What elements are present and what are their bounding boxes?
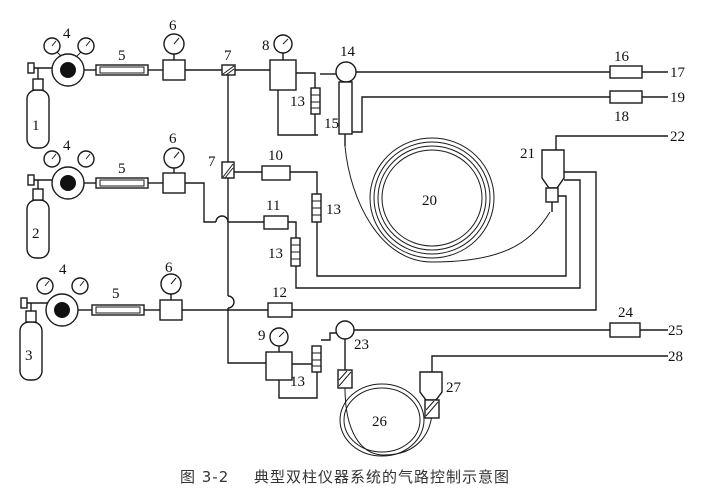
column-20-coil bbox=[344, 137, 551, 263]
label-4c: 4 bbox=[59, 262, 67, 278]
label-12: 12 bbox=[272, 285, 287, 301]
flow-meter-13c bbox=[290, 237, 301, 267]
label-10: 10 bbox=[268, 148, 283, 164]
label-7a: 7 bbox=[224, 48, 232, 64]
label-17: 17 bbox=[670, 65, 686, 81]
restrictor-18 bbox=[609, 90, 643, 104]
flow-meter-13a bbox=[310, 87, 321, 115]
label-13d: 13 bbox=[290, 374, 305, 390]
label-22: 22 bbox=[670, 129, 685, 145]
pressure-gauge-2 bbox=[162, 147, 186, 194]
label-24: 24 bbox=[618, 305, 634, 321]
label-19: 19 bbox=[670, 90, 685, 106]
flow-splitter-2 bbox=[221, 161, 235, 179]
purifier-tube-2 bbox=[95, 177, 149, 189]
pressure-regulator-2 bbox=[43, 150, 95, 200]
label-26: 26 bbox=[372, 414, 388, 430]
needle-valve-9 bbox=[265, 327, 293, 381]
gas-cylinder-3 bbox=[19, 297, 50, 381]
detector-27 bbox=[419, 355, 668, 419]
gas-cylinder-2 bbox=[26, 174, 56, 259]
label-13a: 13 bbox=[290, 94, 305, 110]
label-28: 28 bbox=[668, 349, 683, 365]
injector-23 bbox=[335, 320, 610, 389]
label-7b: 7 bbox=[208, 154, 216, 170]
label-20: 20 bbox=[422, 193, 437, 209]
purifier-tube-1 bbox=[95, 64, 149, 76]
flow-meter-13b bbox=[311, 193, 322, 223]
figure-title: 典型双柱仪器系统的气路控制示意图 bbox=[254, 468, 510, 486]
injector-14 bbox=[335, 61, 610, 146]
label-6c: 6 bbox=[165, 260, 173, 276]
label-1: 1 bbox=[32, 118, 40, 134]
label-13b: 13 bbox=[326, 202, 341, 218]
column-26-coil bbox=[339, 383, 433, 457]
figure-number: 图 3-2 bbox=[180, 468, 229, 486]
label-23: 23 bbox=[354, 337, 369, 353]
label-5c: 5 bbox=[112, 286, 120, 302]
label-13c: 13 bbox=[268, 246, 283, 262]
label-16: 16 bbox=[614, 49, 630, 65]
restrictor-10 bbox=[261, 165, 291, 181]
pressure-regulator-1 bbox=[43, 37, 95, 87]
flow-meter-13d bbox=[311, 345, 322, 373]
label-9: 9 bbox=[258, 328, 266, 344]
label-27: 27 bbox=[446, 380, 462, 396]
restrictor-12 bbox=[267, 302, 293, 318]
pressure-gauge-1 bbox=[162, 33, 186, 81]
label-5b: 5 bbox=[118, 161, 126, 177]
label-15: 15 bbox=[324, 116, 339, 132]
label-2: 2 bbox=[32, 226, 40, 242]
detector-21 bbox=[541, 135, 668, 212]
pressure-regulator-3 bbox=[36, 277, 89, 327]
pressure-gauge-3 bbox=[159, 273, 183, 321]
label-21: 21 bbox=[520, 146, 535, 162]
label-14: 14 bbox=[340, 44, 356, 60]
label-25: 25 bbox=[668, 323, 683, 339]
gas-cylinder-1 bbox=[26, 62, 56, 149]
label-4a: 4 bbox=[63, 26, 71, 42]
restrictor-11 bbox=[263, 215, 289, 230]
label-4b: 4 bbox=[63, 138, 71, 154]
label-8: 8 bbox=[262, 38, 270, 54]
label-3: 3 bbox=[25, 348, 33, 364]
needle-valve-8 bbox=[269, 34, 297, 91]
label-6a: 6 bbox=[169, 18, 177, 34]
purifier-tube-3 bbox=[91, 304, 145, 316]
label-5a: 5 bbox=[118, 48, 126, 64]
label-18: 18 bbox=[614, 109, 629, 125]
label-11: 11 bbox=[266, 198, 280, 214]
restrictor-24 bbox=[609, 322, 641, 338]
restrictor-16 bbox=[609, 65, 643, 79]
flow-splitter-1 bbox=[221, 64, 236, 76]
label-6b: 6 bbox=[169, 131, 177, 147]
